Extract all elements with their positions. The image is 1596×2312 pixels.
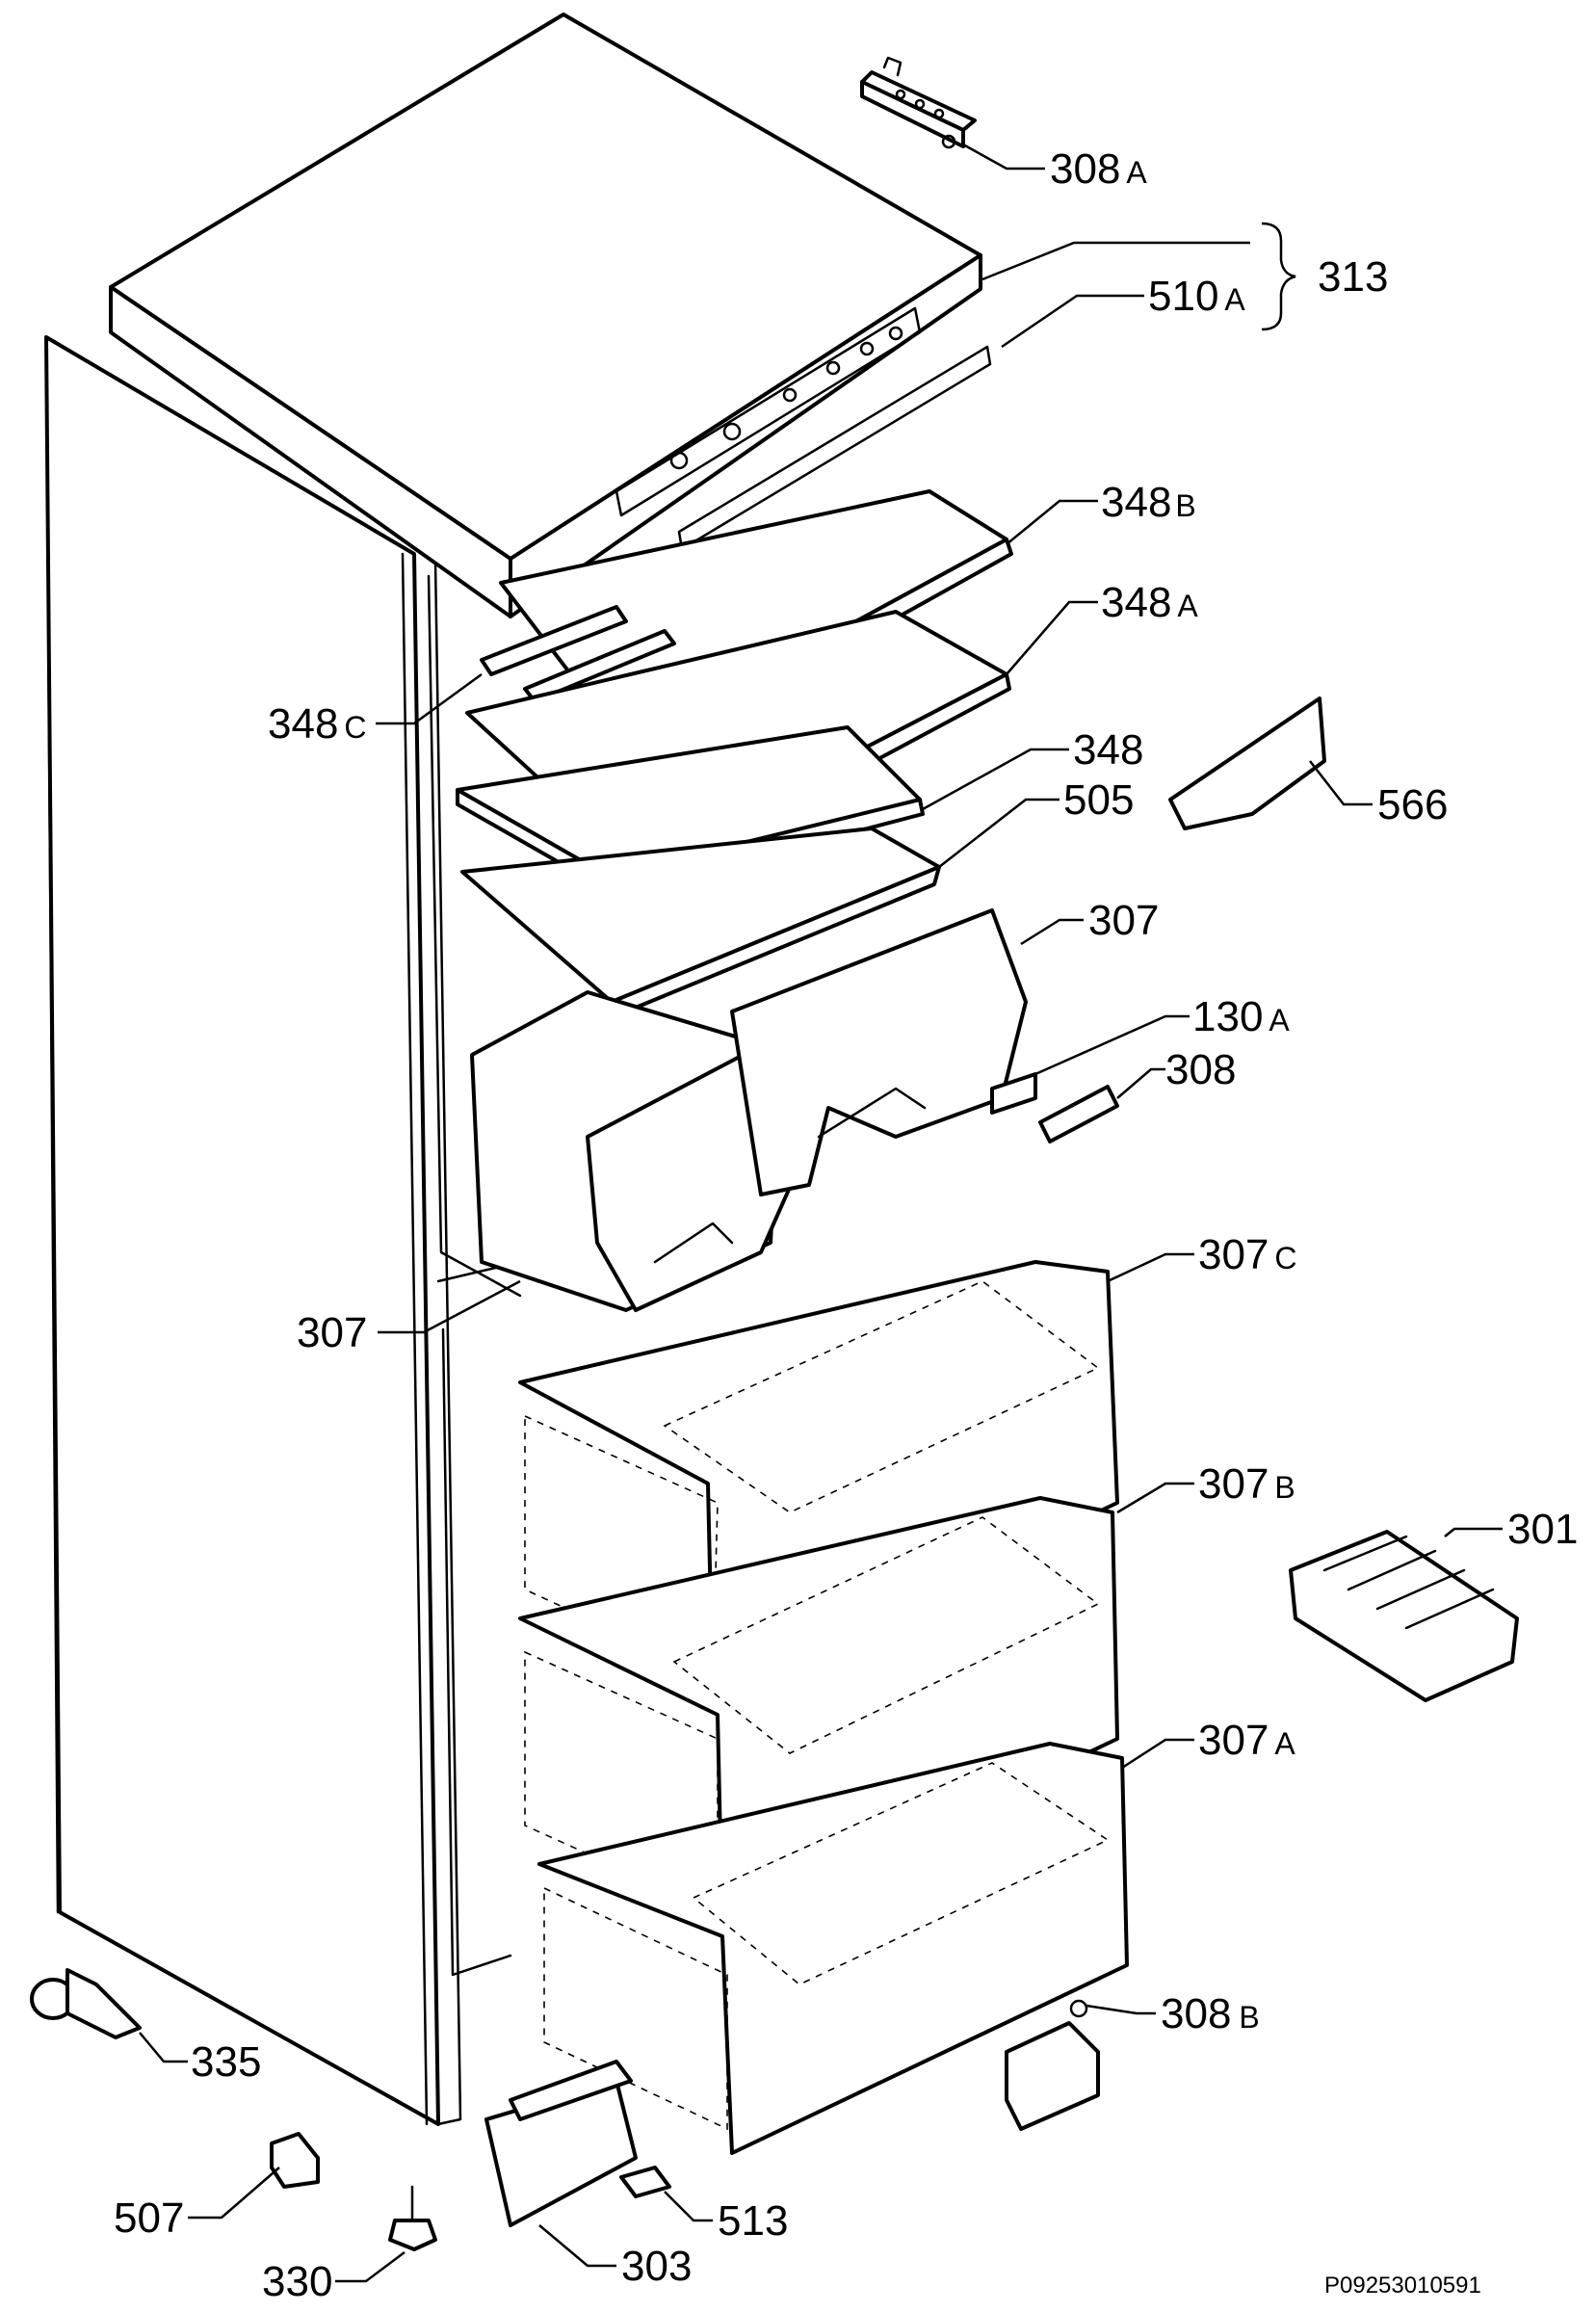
group-brace: [1261, 222, 1296, 331]
freezer-drawer-307a: [537, 1742, 1129, 2155]
callout-335: 335: [191, 2038, 261, 2086]
ice-cube-tray: [1289, 1530, 1519, 1702]
callout-566: 566: [1377, 781, 1448, 828]
drawing-reference: P09253010591: [1324, 2273, 1481, 2299]
clip-513: [619, 2166, 671, 2198]
callout-303: 303: [621, 2243, 692, 2290]
plinth-303: [484, 2060, 638, 2227]
crisper-drawer-right: [730, 908, 1028, 1196]
callout-507: 507: [114, 2194, 184, 2242]
callout-348: 348: [1073, 726, 1143, 774]
cabinet-body: [44, 335, 522, 2126]
freezer-drawer-307b: [518, 1496, 1119, 1929]
clip-507: [270, 2132, 320, 2189]
callout-505: 505: [1063, 776, 1134, 824]
bracket-566: [1168, 696, 1326, 830]
hinge-308b: [1005, 1999, 1100, 2131]
callout-301: 301: [1507, 1506, 1578, 1553]
hinge-308: [1038, 1085, 1119, 1143]
callout-308: 308: [1165, 1046, 1236, 1093]
hinge-335: [30, 1968, 142, 2039]
callout-313: 313: [1318, 253, 1388, 301]
spacer-130a: [990, 1072, 1037, 1115]
freezer-drawer-307c: [518, 1260, 1119, 1697]
callout-307-left: 307: [297, 1309, 367, 1356]
foot-330: [388, 2185, 437, 2251]
top-cover: [109, 13, 982, 618]
callout-307-top: 307: [1088, 897, 1159, 944]
callout-330: 330: [262, 2258, 332, 2305]
callout-513: 513: [718, 2197, 788, 2245]
leader-lines: [139, 143, 1503, 2283]
shelf-trim-348c: [480, 605, 676, 703]
top-hinge: [860, 56, 977, 149]
